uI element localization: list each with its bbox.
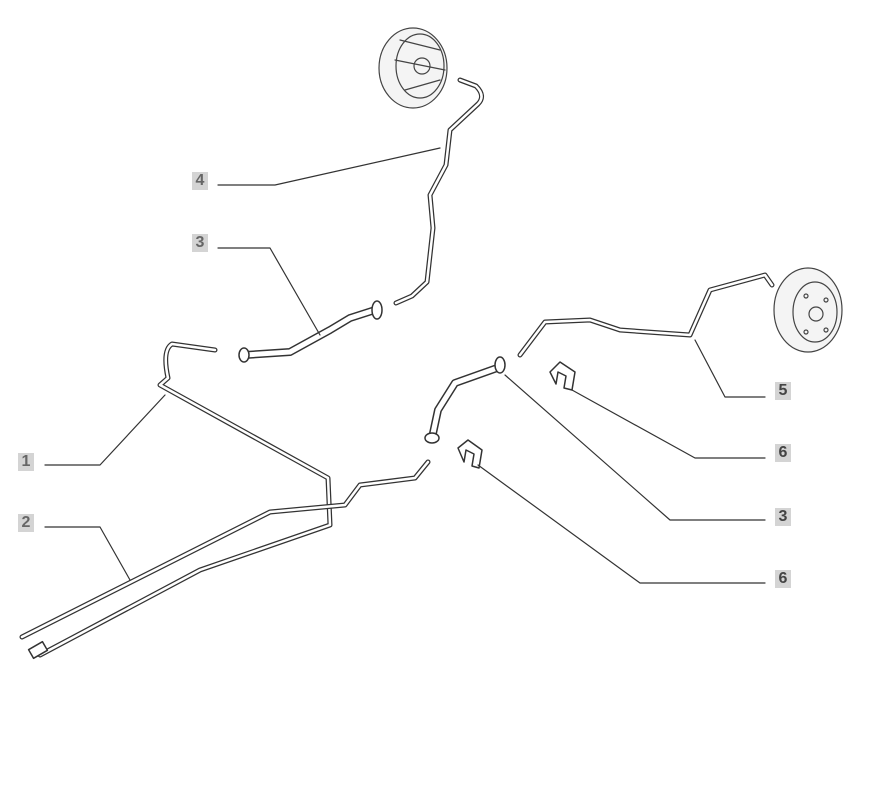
brake-hose-3-right xyxy=(424,356,506,444)
callout-6-lower: 6 xyxy=(775,570,791,588)
pipe-clip-6-upper xyxy=(549,361,576,391)
callout-5: 5 xyxy=(775,382,791,400)
brake-hose-3-left xyxy=(238,300,383,363)
callout-6-upper: 6 xyxy=(775,444,791,462)
callout-4: 4 xyxy=(192,172,208,190)
brake-pipe-4 xyxy=(393,77,484,306)
callout-1: 1 xyxy=(18,453,34,471)
callout-2: 2 xyxy=(18,514,34,532)
leader-lines xyxy=(44,147,766,584)
callout-3-left: 3 xyxy=(192,234,208,252)
brake-pipe-5 xyxy=(517,272,775,358)
callout-3-right: 3 xyxy=(775,508,791,526)
pipe-clip-6-lower xyxy=(457,439,483,469)
brake-pipe-1 xyxy=(27,341,333,660)
rear-brake-drum-right xyxy=(773,267,843,353)
rear-brake-drum-top xyxy=(378,27,448,109)
brake-pipe-2 xyxy=(19,459,431,640)
